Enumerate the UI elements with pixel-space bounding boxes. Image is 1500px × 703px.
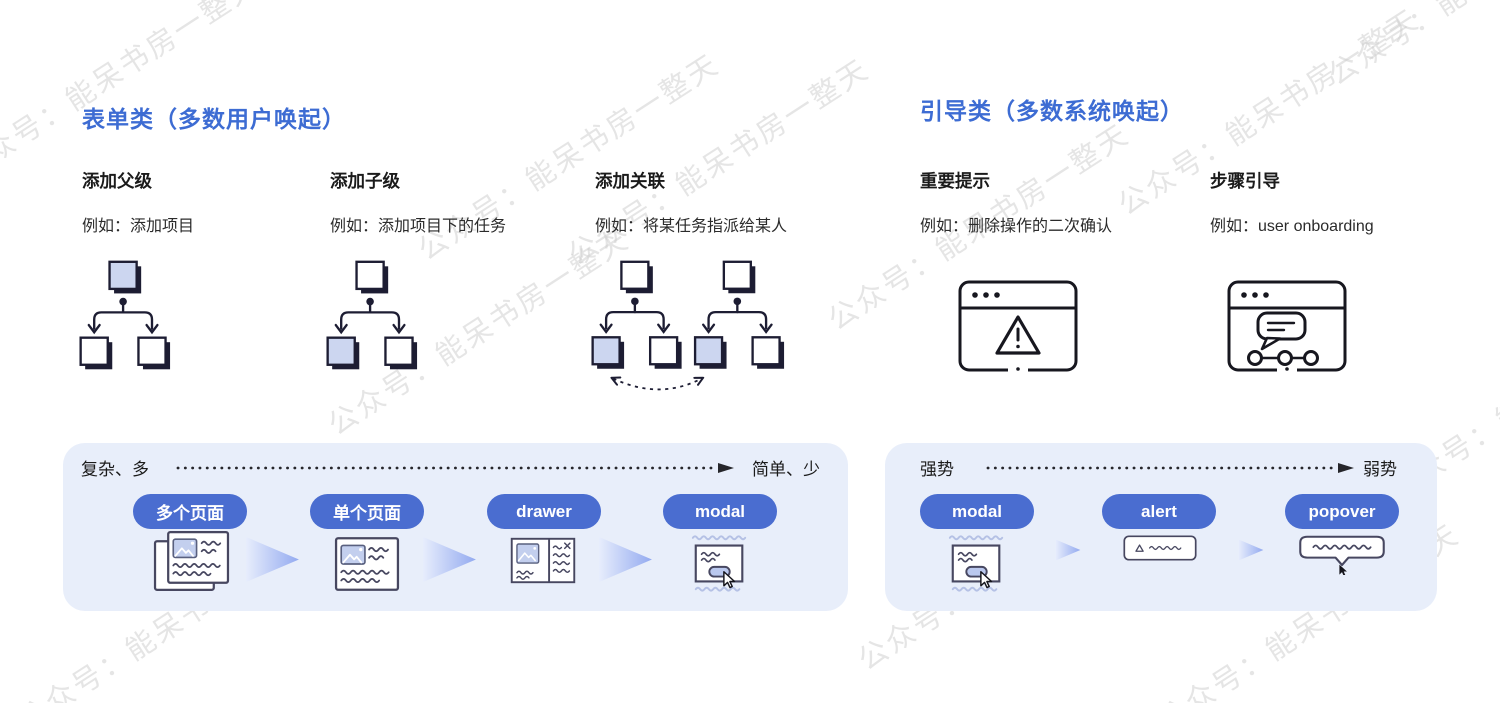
guide-section-title: 引导类（多数系统唤起） xyxy=(920,98,1184,124)
column-heading: 添加子级 xyxy=(330,171,400,191)
column-example: 例如：添加项目 xyxy=(82,218,195,235)
drawer-icon xyxy=(510,537,576,584)
dotted-arrow xyxy=(986,463,1354,473)
spectrum-left-label: 复杂、多 xyxy=(81,460,149,479)
dotted-arrow xyxy=(176,463,734,473)
popover-icon xyxy=(1299,535,1385,575)
pill-alert: alert xyxy=(1102,494,1216,529)
watermark: 公众号：能呆书房一整天 xyxy=(1319,0,1500,94)
guide-spectrum-panel: 强势 弱势 modal alert popover xyxy=(885,443,1437,611)
column-heading: 添加关联 xyxy=(595,171,665,191)
modal-icon xyxy=(948,535,1004,592)
stacked-pages-icon xyxy=(153,530,230,591)
pill-modal: modal xyxy=(663,494,777,529)
pill-multi-page: 多个页面 xyxy=(133,494,247,529)
form-spectrum-panel: 复杂、多 简单、少 多个页面 单个页面 drawer modal xyxy=(63,443,848,611)
column-example: 例如：user onboarding xyxy=(1210,218,1374,235)
single-page-icon xyxy=(334,537,400,591)
tree-relation-icon xyxy=(591,260,785,391)
spectrum-left-label: 强势 xyxy=(920,460,954,479)
watermark: 公众号：能呆书房一整天 xyxy=(0,0,266,187)
gradient-arrow-icon xyxy=(1055,539,1081,561)
gradient-arrow-icon xyxy=(599,536,652,583)
pill-single-page: 单个页面 xyxy=(310,494,424,529)
pill-modal: modal xyxy=(920,494,1034,529)
column-heading: 步骤引导 xyxy=(1210,171,1280,191)
modal-icon xyxy=(691,535,747,592)
gradient-arrow-icon xyxy=(423,536,476,583)
pill-drawer: drawer xyxy=(487,494,601,529)
gradient-arrow-icon xyxy=(246,536,299,583)
spectrum-right-label: 弱势 xyxy=(1363,460,1397,479)
spectrum-right-label: 简单、少 xyxy=(752,460,820,479)
alert-icon xyxy=(1123,535,1197,561)
column-example: 例如：将某任务指派给某人 xyxy=(595,218,788,235)
tree-parent-icon xyxy=(79,260,171,370)
column-heading: 重要提示 xyxy=(920,171,990,191)
column-heading: 添加父级 xyxy=(82,171,152,191)
browser-warning-icon xyxy=(958,280,1078,372)
column-example: 例如：删除操作的二次确认 xyxy=(920,218,1113,235)
watermark: 公众号：能呆书房一整天 xyxy=(562,53,876,272)
browser-tour-icon xyxy=(1227,280,1347,372)
gradient-arrow-icon xyxy=(1238,539,1264,561)
pill-popover: popover xyxy=(1285,494,1399,529)
tree-child-icon xyxy=(326,260,418,370)
form-section-title: 表单类（多数用户唤起） xyxy=(82,106,346,132)
column-example: 例如：添加项目下的任务 xyxy=(330,218,507,235)
